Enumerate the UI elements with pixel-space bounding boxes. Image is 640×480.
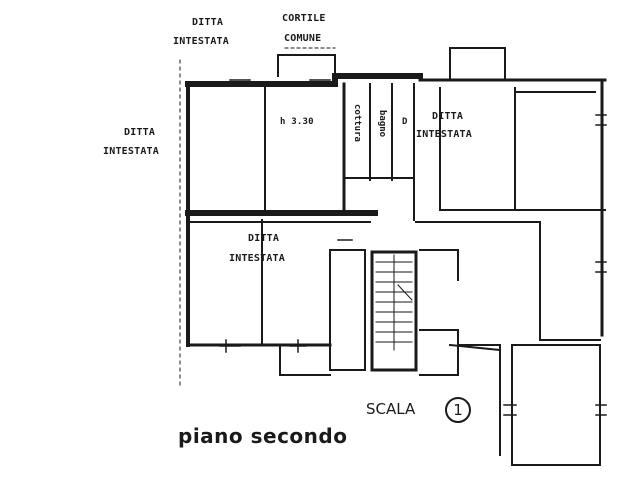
bottom-annex xyxy=(511,344,601,466)
wall-lower-7 xyxy=(279,344,331,376)
label-ditta-left: DITTA xyxy=(124,127,156,138)
label-height-note: h 3.30 xyxy=(280,117,314,127)
courtyard-notch xyxy=(277,54,336,77)
wall-lower-6 xyxy=(457,344,501,456)
label-intestata-center: INTESTATA xyxy=(229,253,285,264)
window-marks xyxy=(211,79,576,352)
stair-number-badge: 1 xyxy=(445,397,471,423)
label-room-d: D xyxy=(402,117,408,127)
wall-top-left xyxy=(185,73,423,87)
top-bay-right xyxy=(449,47,506,81)
label-ditta-right: DITTA xyxy=(432,111,464,122)
stair-treads xyxy=(375,254,413,351)
label-room-cottura: cottura xyxy=(352,104,362,142)
floor-title: piano secondo xyxy=(178,424,348,448)
label-scala: SCALA xyxy=(366,400,416,418)
wall-lower-3 xyxy=(415,221,601,341)
wall-lower-5 xyxy=(419,329,459,376)
wall-int-7 xyxy=(439,87,606,211)
label-intestata-top: INTESTATA xyxy=(173,36,229,47)
wall-ticks xyxy=(219,79,607,416)
label-room-bagno: bagno xyxy=(377,110,387,138)
wall-lower-4 xyxy=(419,249,459,281)
stair-core xyxy=(370,250,418,372)
label-cortile: CORTILE xyxy=(282,13,326,24)
label-comune: COMUNE xyxy=(284,33,322,44)
stair-box xyxy=(329,249,366,371)
label-intestata-right: INTESTATA xyxy=(416,129,472,140)
label-intestata-left: INTESTATA xyxy=(103,146,159,157)
label-ditta-top: DITTA xyxy=(192,17,224,28)
label-ditta-center: DITTA xyxy=(248,233,280,244)
